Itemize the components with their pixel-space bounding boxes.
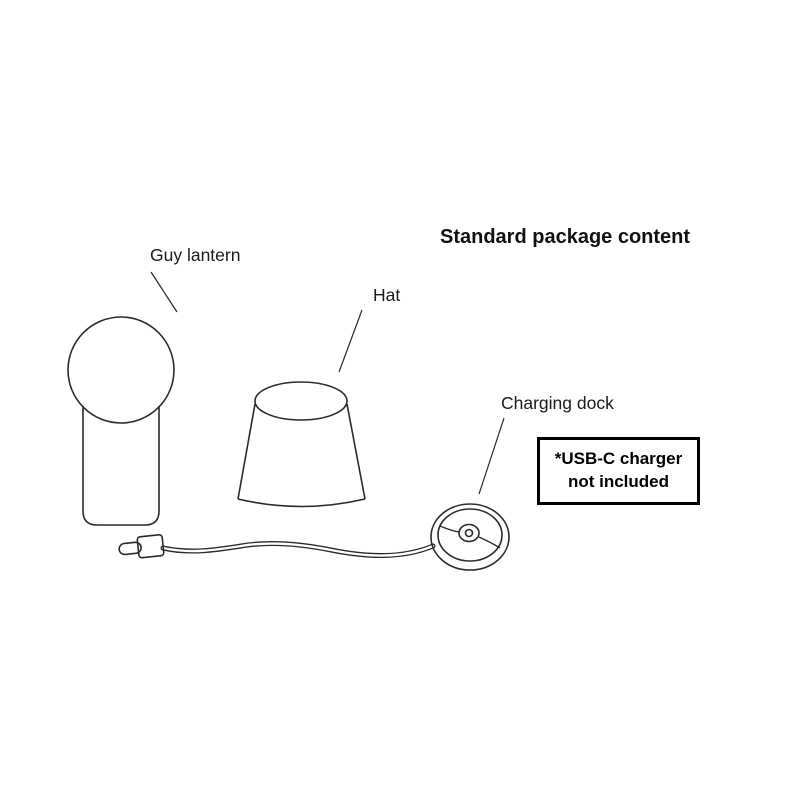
usb-plug [118,533,165,559]
dock-outer-ring [430,503,510,571]
lantern-leader-line [150,271,178,313]
hat-leader-line [338,309,363,373]
usb-charger-note: *USB-C charger not included [537,437,700,505]
lantern-head [67,316,175,424]
usb-plug-body [136,533,165,559]
dock-seam-right [478,536,501,549]
dock-connector-pin [464,528,474,538]
usb-charger-note-line1: *USB-C charger [554,449,683,469]
label-guy-lantern: Guy lantern [150,245,241,265]
hat-top-rim [254,381,348,421]
hat-right-side [346,403,366,500]
dock-seam-left [439,525,460,533]
usb-charger-note-line2: not included [567,472,670,491]
page-title: Standard package content [440,226,691,248]
lantern-body [82,406,160,526]
hat-left-side [237,403,256,500]
hat-bottom-edge [237,498,366,508]
dock-inner-ring [437,508,503,562]
dock-leader-line [478,417,505,495]
dock-connector [458,523,480,543]
label-hat: Hat [373,285,401,305]
usb-plug-tip [118,541,142,556]
charging-cable-core [161,542,435,557]
label-charging-dock: Charging dock [501,393,614,413]
